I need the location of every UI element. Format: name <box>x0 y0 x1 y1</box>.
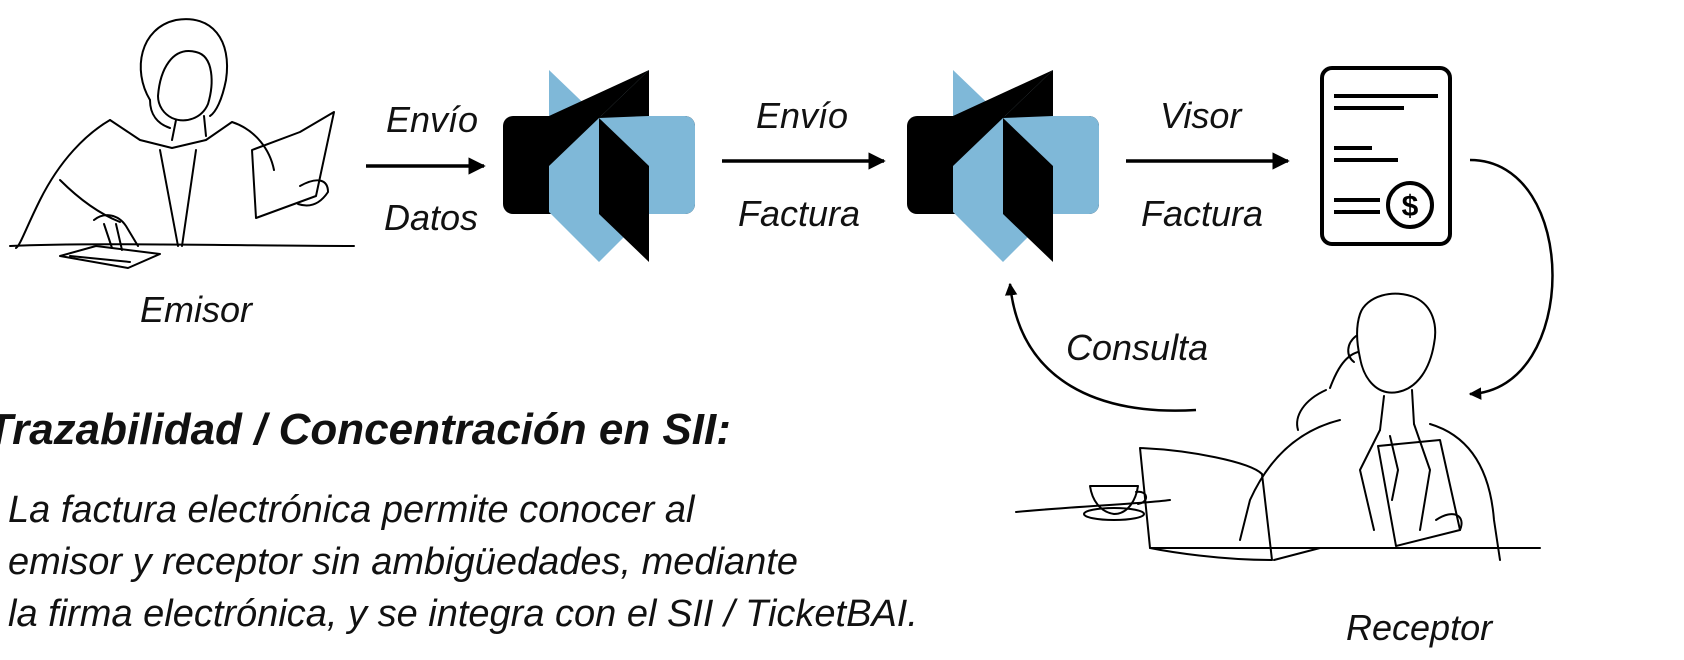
platform-logo-2 <box>907 70 1099 262</box>
label-consulta: Consulta <box>1066 327 1209 368</box>
svg-text:$: $ <box>1402 190 1419 223</box>
section-line: la firma electrónica, y se integra con e… <box>8 593 918 635</box>
section-body: La factura electrónica permite conocer a… <box>8 484 918 640</box>
arrow-invoice-to-receptor <box>1468 158 1554 400</box>
receptor-figure <box>1015 292 1541 561</box>
label-envio-datos-top: Envío <box>386 99 479 140</box>
arrow-consulta <box>1004 282 1197 412</box>
section-line: La factura electrónica permite conocer a… <box>8 489 695 531</box>
label-envio-factura-top: Envío <box>756 95 849 136</box>
platform-logo-1 <box>503 70 695 262</box>
section-line: emisor y receptor sin ambigüedades, medi… <box>8 541 798 583</box>
label-visor-factura-top: Visor <box>1160 95 1242 136</box>
dollar-icon: $ <box>1386 181 1434 229</box>
invoice-document-icon: $ <box>1320 66 1452 246</box>
label-emisor: Emisor <box>140 289 253 330</box>
label-envio-datos-bottom: Datos <box>384 197 479 238</box>
label-visor-factura-bottom: Factura <box>1141 193 1264 234</box>
label-receptor: Receptor <box>1346 607 1493 648</box>
label-envio-factura-bottom: Factura <box>738 193 861 234</box>
section-heading: Trazabilidad / Concentración en SII: <box>0 405 731 454</box>
emisor-figure <box>9 18 355 269</box>
